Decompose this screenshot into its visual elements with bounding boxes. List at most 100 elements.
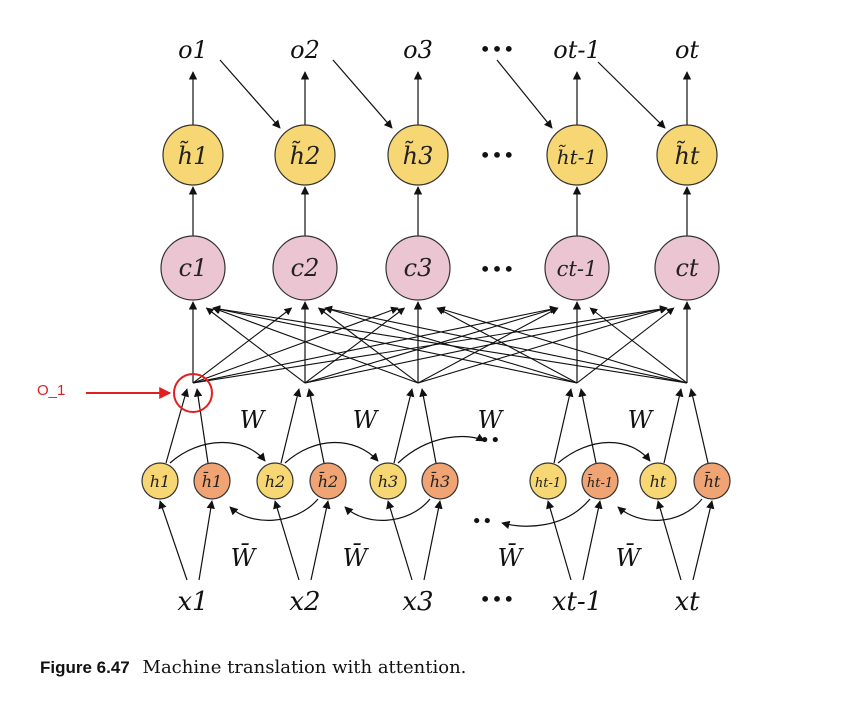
weight-forward-label: W (478, 406, 505, 434)
ellipsis-context: ••• (479, 257, 514, 281)
encoder-backward-label: h̄1 (202, 470, 222, 491)
input-label: xt-1 (552, 587, 602, 617)
weight-forward-label: W (240, 406, 267, 434)
encoder-forward-label: ht-1 (535, 476, 561, 491)
input-to-fwd-arrow (656, 500, 682, 581)
ellipsis-decoder: ••• (479, 143, 514, 167)
attention-arrow (212, 305, 688, 384)
backward-recurrence-arrow (617, 498, 703, 521)
encoder-backward-label: h̄2 (318, 470, 338, 491)
encoder-forward-label: h1 (150, 472, 170, 491)
forward-recurrence-arrow (169, 441, 266, 464)
input-to-fwd-arrow (273, 500, 300, 581)
input-to-bwd-arrow (423, 500, 443, 581)
weight-backward-label: W̄ (343, 544, 370, 572)
context-node (544, 235, 610, 301)
attention-arrow (576, 307, 675, 384)
decoder-hidden-label: h̃3 (403, 141, 434, 170)
context-label: ct-1 (557, 257, 598, 281)
input-to-bwd-arrow (310, 500, 331, 581)
attention-arrow (192, 305, 558, 384)
decoder-hidden-node (387, 124, 449, 186)
feedback-arrow-dots (496, 59, 553, 129)
feedback-arrow-o1 (219, 59, 281, 129)
figure-caption-text: Machine translation with attention. (142, 657, 467, 678)
ellipsis-forward: •• (479, 430, 500, 451)
output-label: o2 (290, 36, 320, 64)
ellipsis-inputs: ••• (479, 587, 514, 611)
figure-caption: Figure 6.47 Machine translation with att… (40, 657, 466, 679)
context-node (654, 235, 720, 301)
input-to-bwd-arrow (582, 500, 603, 581)
context-node (160, 235, 226, 301)
attention-arrow (304, 307, 406, 384)
annotation-label: O_1 (37, 382, 65, 399)
encoder-backward-node (193, 462, 231, 500)
decoder-hidden-node (274, 124, 336, 186)
fwd-to-hub-arrow (663, 388, 684, 464)
bwd-to-hub-arrow (419, 388, 437, 464)
context-label: ct (675, 254, 698, 282)
encoder-forward-node (369, 462, 407, 500)
forward-recurrence-arrow (557, 441, 651, 464)
context-node (385, 235, 451, 301)
encoder-forward-node (529, 462, 567, 500)
encoder-backward-node (581, 462, 619, 500)
encoder-backward-node (693, 462, 731, 500)
output-label: o1 (178, 36, 208, 64)
forward-recurrence-arrow (284, 441, 379, 464)
feedback-arrow-o2 (332, 59, 393, 129)
backward-recurrence-arrow (501, 498, 591, 529)
nodes (141, 124, 731, 500)
encoder-forward-label: h3 (378, 472, 398, 491)
input-to-fwd-arrow (546, 500, 572, 581)
encoder-forward-label: h2 (265, 472, 285, 491)
decoder-hidden-node (162, 124, 224, 186)
bwd-to-hub-arrow (193, 388, 209, 464)
decoder-hidden-label: h̃2 (290, 141, 321, 170)
decoder-hidden-label: h̃1 (178, 141, 209, 170)
context-label: c3 (404, 254, 433, 282)
input-to-bwd-arrow (692, 500, 715, 581)
fwd-to-hub-arrow (393, 388, 415, 464)
attention-arrow (212, 306, 419, 384)
attention-arrow (324, 305, 688, 384)
attention-arrow (417, 306, 668, 384)
fwd-to-hub-arrow (280, 388, 302, 464)
input-to-bwd-arrow (198, 500, 215, 581)
context-node (272, 235, 338, 301)
input-to-fwd-arrow (386, 500, 413, 581)
input-label: x1 (177, 587, 208, 617)
attention-arrow (205, 307, 306, 384)
annotation-circle (173, 373, 213, 413)
fwd-to-hub-arrow (165, 388, 189, 464)
encoder-backward-node (421, 462, 459, 500)
encoder-forward-label: ht (650, 472, 667, 491)
encoder-forward-node (256, 462, 294, 500)
decoder-hidden-label: h̃t-1 (557, 145, 597, 169)
bwd-to-hub-arrow (688, 388, 709, 464)
output-label: ot-1 (553, 36, 600, 64)
forward-recurrence-arrow (397, 433, 485, 464)
weight-forward-label: W (353, 406, 380, 434)
edges (158, 59, 715, 581)
attention-arrow (212, 305, 578, 384)
context-label: c1 (179, 254, 208, 282)
attention-arrow (417, 307, 559, 384)
encoder-backward-label: h̄t (704, 470, 721, 491)
input-label: x2 (289, 587, 320, 617)
attention-arrow (437, 306, 688, 384)
decoder-hidden-node (546, 124, 608, 186)
feedback-arrow-ot-1 (597, 61, 666, 129)
attention-arrow (317, 307, 419, 384)
weight-backward-label: W̄ (498, 544, 525, 572)
backward-recurrence-arrow (229, 498, 319, 521)
output-label: ot (675, 36, 699, 64)
decoder-hidden-node (656, 124, 718, 186)
input-to-fwd-arrow (158, 500, 188, 581)
ellipsis-backward: •• (471, 511, 492, 532)
encoder-forward-node (141, 462, 179, 500)
attention-arrow (192, 306, 399, 384)
encoder-backward-label: h̄t-1 (587, 474, 613, 491)
